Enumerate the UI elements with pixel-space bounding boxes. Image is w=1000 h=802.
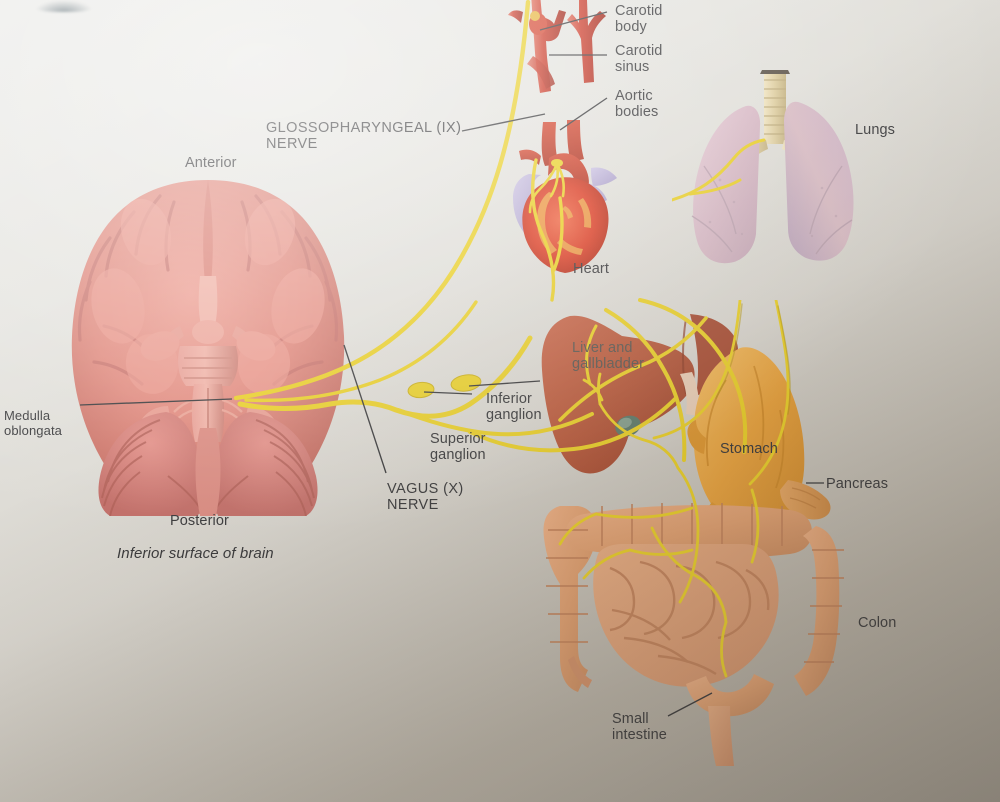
label-vagus-nerve: VAGUS (X) NERVE: [387, 481, 464, 513]
label-colon: Colon: [858, 615, 897, 631]
label-small-intestine: Small intestine: [612, 711, 667, 743]
label-heart: Heart: [573, 261, 609, 277]
label-inferior-ganglion: Inferior ganglion: [486, 391, 542, 423]
heart-illustration: [513, 120, 617, 273]
label-glossopharyngeal-nerve: GLOSSOPHARYNGEAL (IX) NERVE: [266, 120, 462, 152]
label-lungs: Lungs: [855, 122, 896, 138]
label-anterior: Anterior: [185, 155, 237, 171]
label-stomach: Stomach: [720, 441, 778, 457]
label-posterior: Posterior: [170, 513, 229, 529]
label-pancreas: Pancreas: [826, 476, 889, 492]
lungs-illustration: [672, 70, 854, 264]
label-carotid-sinus: Carotid sinus: [615, 43, 663, 75]
label-carotid-body: Carotid body: [615, 3, 663, 35]
caption-inferior-surface-of-brain: Inferior surface of brain: [117, 545, 274, 562]
label-superior-ganglion: Superior ganglion: [430, 431, 486, 463]
brain-illustration: [71, 180, 345, 516]
page-corner-smudge: [34, 0, 94, 12]
label-liver-and-gallbladder: Liver and gallbladder: [572, 340, 645, 372]
label-medulla-oblongata: Medulla oblongata: [4, 408, 63, 438]
label-aortic-bodies: Aortic bodies: [615, 88, 659, 120]
carotid-artery-illustration: [508, 0, 606, 93]
